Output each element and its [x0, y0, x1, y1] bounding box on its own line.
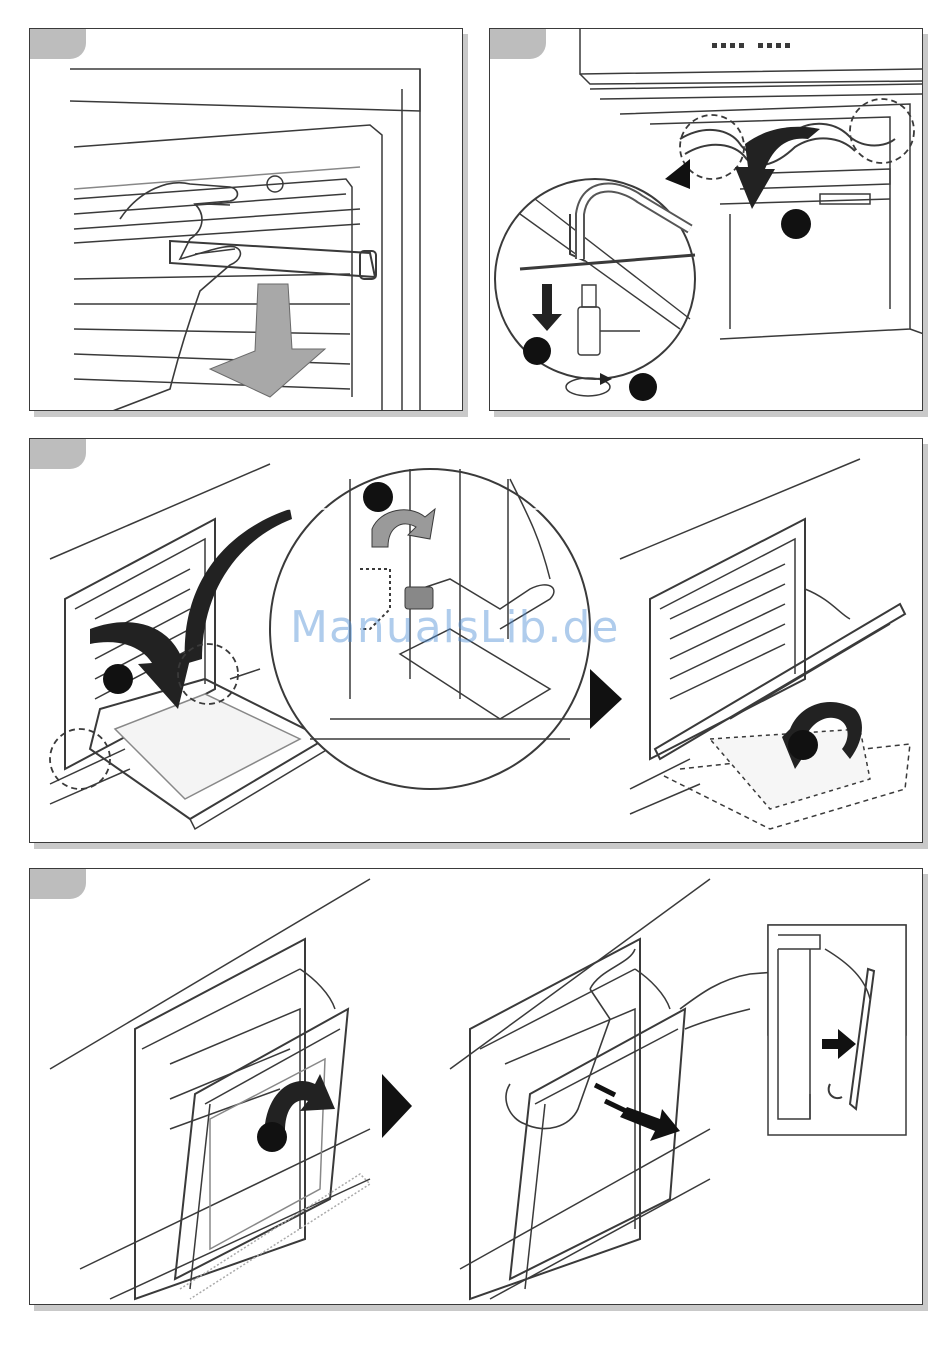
step-badge-icon: [781, 209, 811, 239]
step-badge-icon: [363, 482, 393, 512]
highlight-circle-hinge-left: [50, 729, 110, 789]
pointer-icon: [665, 159, 690, 189]
step-badge-icon: [629, 373, 657, 401]
pull-out-arrow-icon: [595, 1085, 680, 1141]
door-removal-illustration: [30, 869, 923, 1305]
next-step-icon: [590, 669, 622, 729]
step-badge-icon: [103, 664, 133, 694]
watermark: ManualsLib.de: [290, 602, 619, 653]
open-door-arrow-icon: [90, 622, 192, 709]
next-step-icon: [382, 1074, 412, 1138]
pull-arrow-icon: [210, 284, 325, 397]
panel-4-remove-door: [29, 868, 923, 1305]
step-badge-icon: [788, 730, 818, 760]
panel-1-remove-shelf: [29, 28, 463, 411]
panel-2-lower-heating-element: [489, 28, 923, 411]
step-badge-icon: [523, 337, 551, 365]
heating-element-illustration: [490, 29, 923, 411]
highlight-circle-right: [850, 99, 914, 163]
shelf-removal-illustration: [30, 29, 463, 411]
lower-arrow-icon: [735, 127, 820, 209]
step-badge-icon: [257, 1122, 287, 1152]
